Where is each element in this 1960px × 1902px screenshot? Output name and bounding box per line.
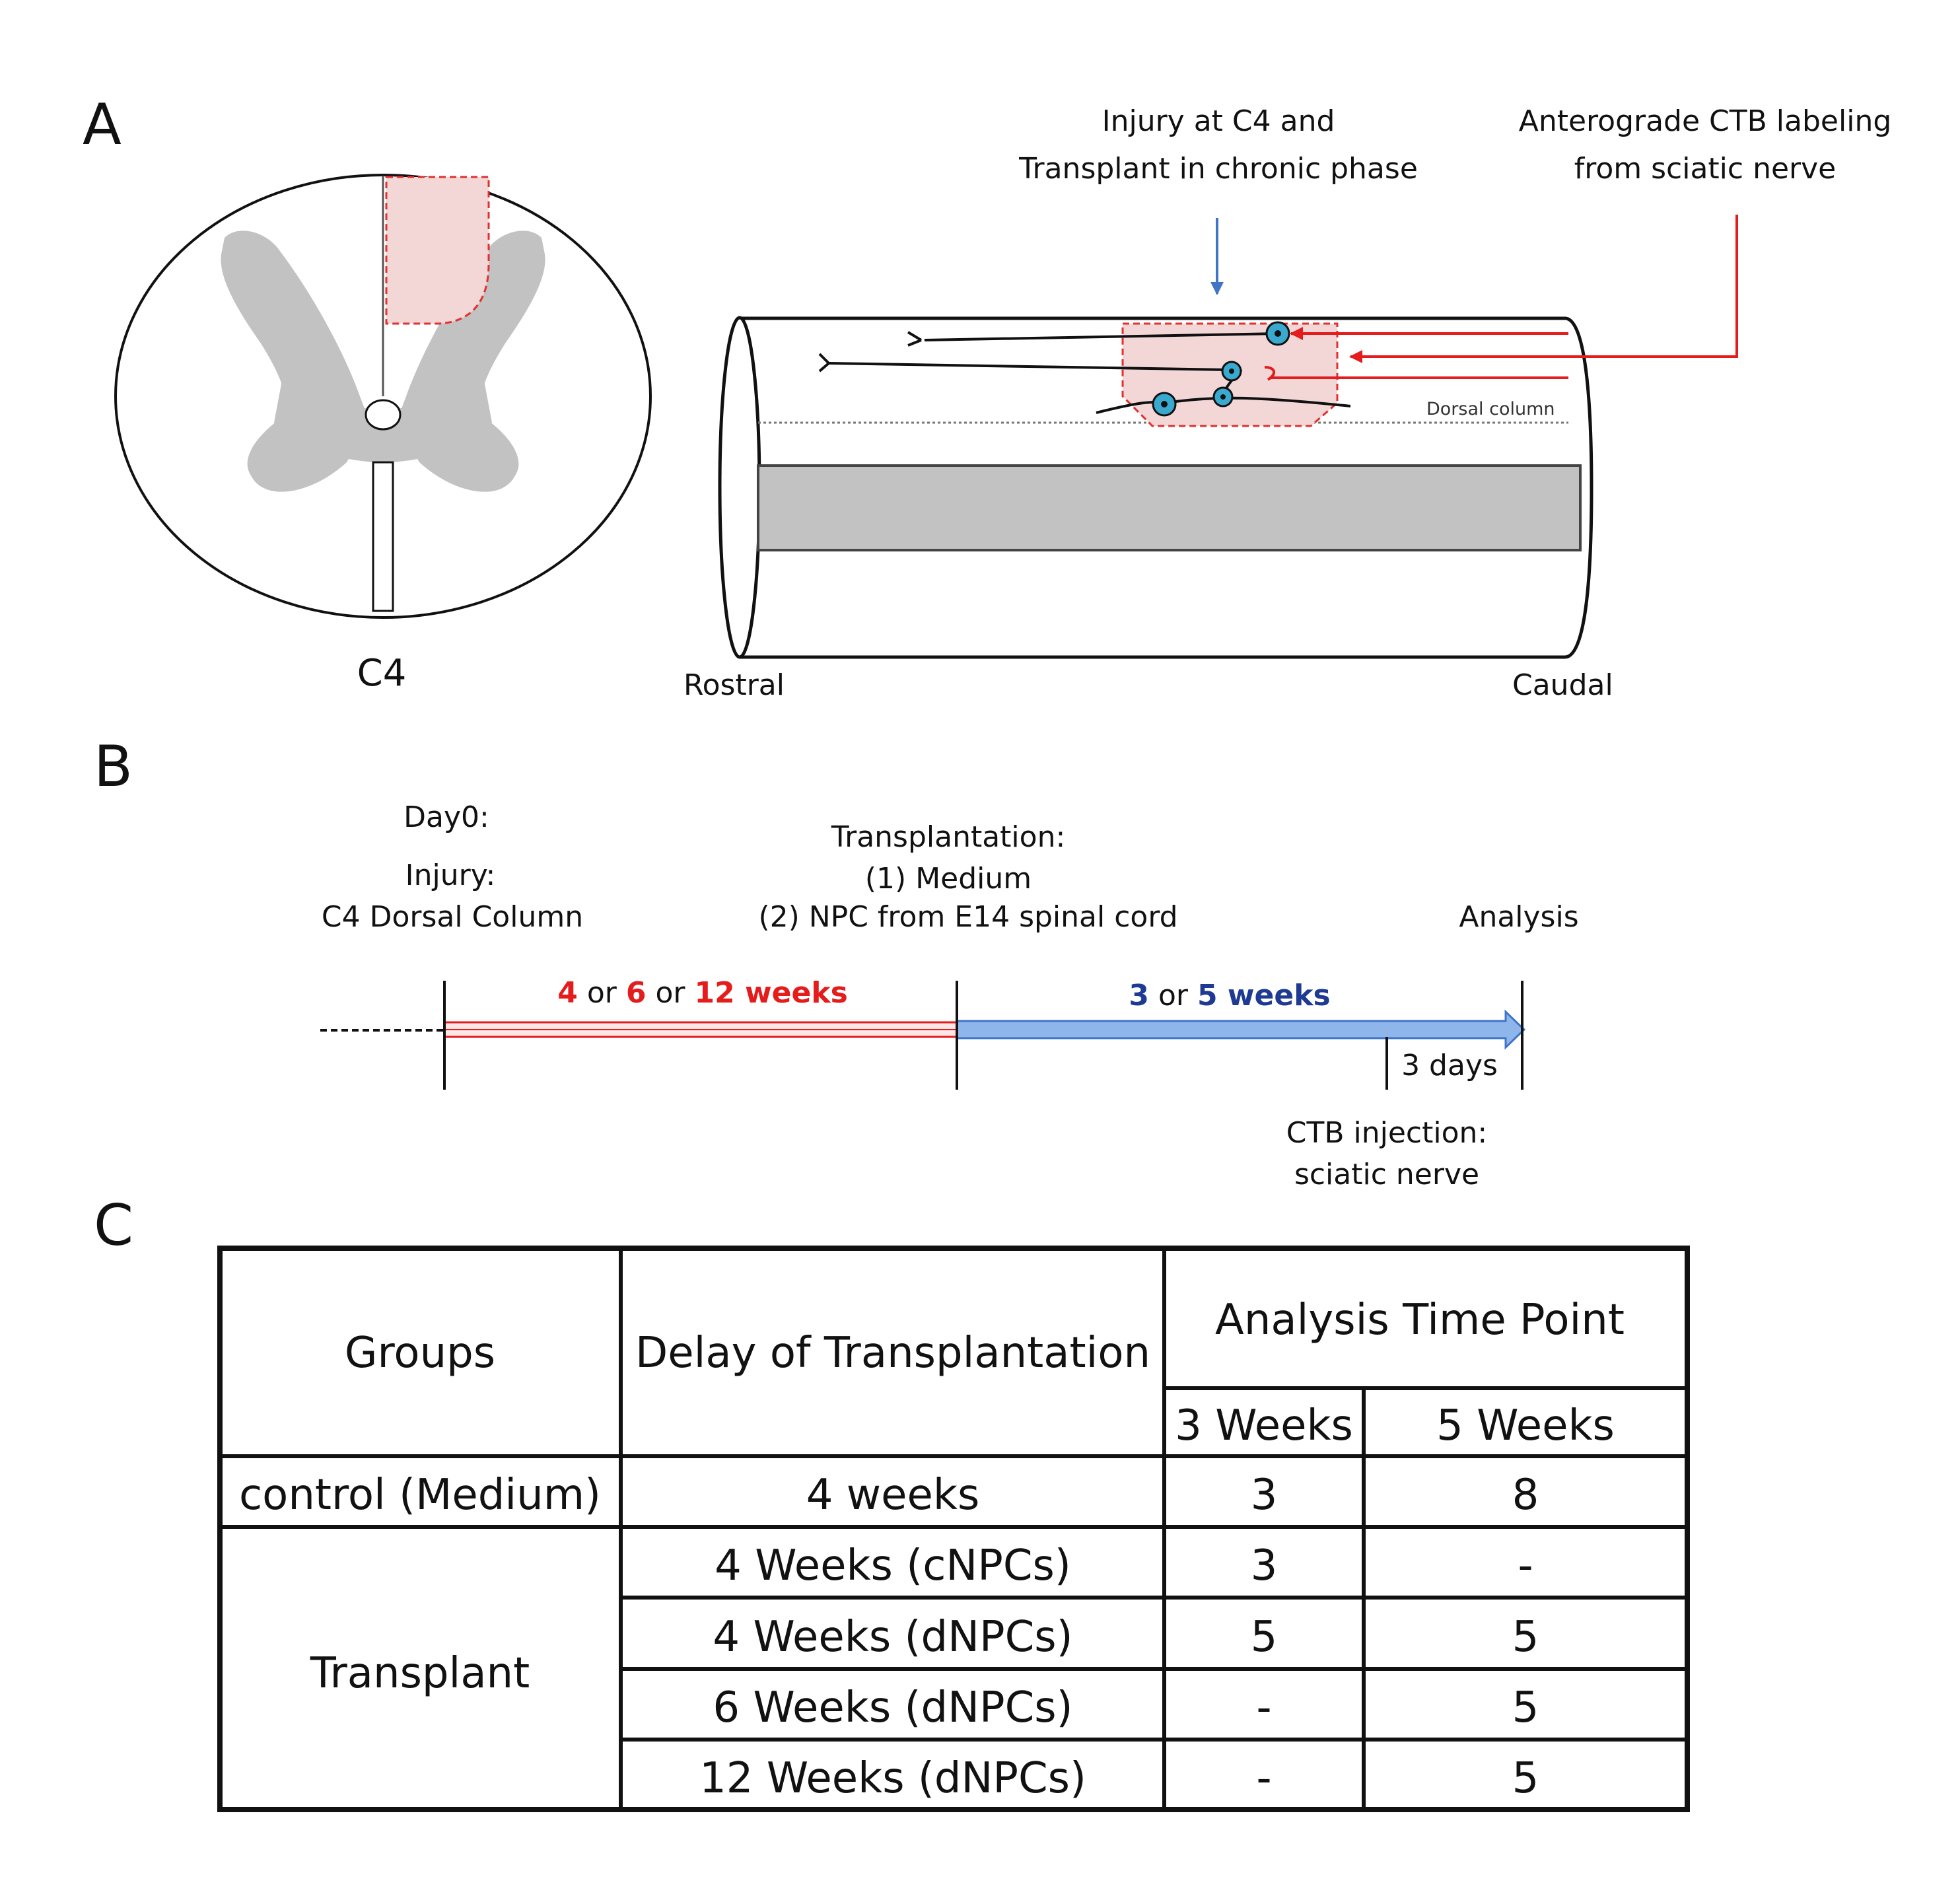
ctb-arrows	[1271, 215, 1738, 379]
row-2-3w: 3	[1251, 1541, 1278, 1590]
delay-12: 12 weeks	[694, 976, 847, 1010]
delay-weeks-label: 4 or 6 or 12 weeks	[557, 976, 848, 1010]
transplantation-title: Transplantation:	[831, 820, 1066, 854]
survival-arrow	[956, 1009, 1526, 1050]
ventral-fissure	[372, 461, 394, 612]
table-row-4: 6 Weeks (dNPCs) - 5	[713, 1683, 1539, 1732]
transplant-option-1: (1) Medium	[865, 862, 1032, 896]
panel-label-b: B	[94, 734, 133, 800]
injury-callout-line1: Injury at C4 and	[1102, 104, 1335, 138]
day0-label: Day0:	[403, 800, 489, 834]
delay-4: 4	[557, 976, 578, 1010]
table-row-2: 4 Weeks (cNPCs) 3 -	[715, 1541, 1533, 1590]
row-4-3w: -	[1256, 1683, 1271, 1732]
panel-label-a: A	[83, 92, 122, 158]
grafted-neurons	[1152, 321, 1290, 417]
row-4-5w: 5	[1512, 1683, 1539, 1732]
survival-5: 5 weeks	[1197, 979, 1331, 1012]
ctb-callout-line2: from sciatic nerve	[1574, 152, 1837, 186]
spinal-cord-longitudinal	[718, 316, 1593, 659]
row-3-5w: 5	[1512, 1613, 1539, 1662]
delay-6: 6	[626, 976, 647, 1010]
lesion-area	[385, 176, 490, 325]
row-5-delay: 12 Weeks (dNPCs)	[699, 1754, 1086, 1803]
injury-title: Injury:	[405, 859, 496, 892]
spinal-cord-cross-section	[114, 174, 652, 619]
central-canal	[365, 399, 402, 431]
injury-callout-line2: Transplant in chronic phase	[1018, 152, 1418, 186]
header-analysis: Analysis Time Point	[1215, 1296, 1625, 1345]
group-control: control (Medium)	[239, 1471, 601, 1520]
ctb-injection-title: CTB injection:	[1286, 1116, 1487, 1150]
central-gray-band	[757, 464, 1582, 551]
survival-or: or	[1158, 979, 1189, 1012]
header-5-weeks: 5 Weeks	[1436, 1401, 1615, 1450]
row-5-3w: -	[1256, 1754, 1271, 1803]
transplant-option-2: (2) NPC from E14 spinal cord	[758, 900, 1177, 934]
ctb-callout-line1: Anterograde CTB labeling	[1519, 104, 1892, 138]
row-1-3w: 3	[1251, 1471, 1278, 1520]
row-2-delay: 4 Weeks (cNPCs)	[715, 1541, 1071, 1590]
survival-weeks-label: 3 or 5 weeks	[1129, 979, 1330, 1012]
delay-or-1: or	[587, 976, 617, 1010]
rostral-label: Rostral	[683, 668, 785, 702]
row-3-3w: 5	[1251, 1613, 1278, 1662]
row-3-delay: 4 Weeks (dNPCs)	[713, 1613, 1072, 1662]
caudal-label: Caudal	[1512, 668, 1613, 702]
group-transplant: Transplant	[310, 1649, 530, 1698]
row-4-delay: 6 Weeks (dNPCs)	[713, 1683, 1072, 1732]
section-label: C4	[357, 652, 407, 695]
row-5-5w: 5	[1512, 1754, 1539, 1803]
row-2-5w: -	[1518, 1541, 1533, 1590]
timeline	[320, 981, 1526, 1090]
cord-end-face	[718, 316, 761, 659]
panel-label-c: C	[94, 1193, 133, 1259]
survival-3: 3	[1129, 979, 1149, 1012]
groups-table	[217, 1246, 1690, 1812]
header-3-weeks: 3 Weeks	[1175, 1401, 1353, 1450]
delay-or-2: or	[655, 976, 685, 1010]
header-delay: Delay of Transplantation	[635, 1329, 1150, 1378]
injury-site: C4 Dorsal Column	[322, 900, 583, 934]
row-1-delay: 4 weeks	[806, 1471, 980, 1520]
ctb-injection-site: sciatic nerve	[1294, 1158, 1479, 1191]
row-1-5w: 8	[1512, 1471, 1539, 1520]
analysis-label: Analysis	[1459, 900, 1578, 934]
three-days-label: 3 days	[1401, 1049, 1498, 1082]
table-row-5: 12 Weeks (dNPCs) - 5	[699, 1754, 1539, 1803]
dorsal-column-label: Dorsal column	[1426, 399, 1555, 419]
table-row-1: 4 weeks 3 8	[806, 1471, 1539, 1520]
header-groups: Groups	[345, 1329, 495, 1378]
table-row-3: 4 Weeks (dNPCs) 5 5	[713, 1613, 1539, 1662]
